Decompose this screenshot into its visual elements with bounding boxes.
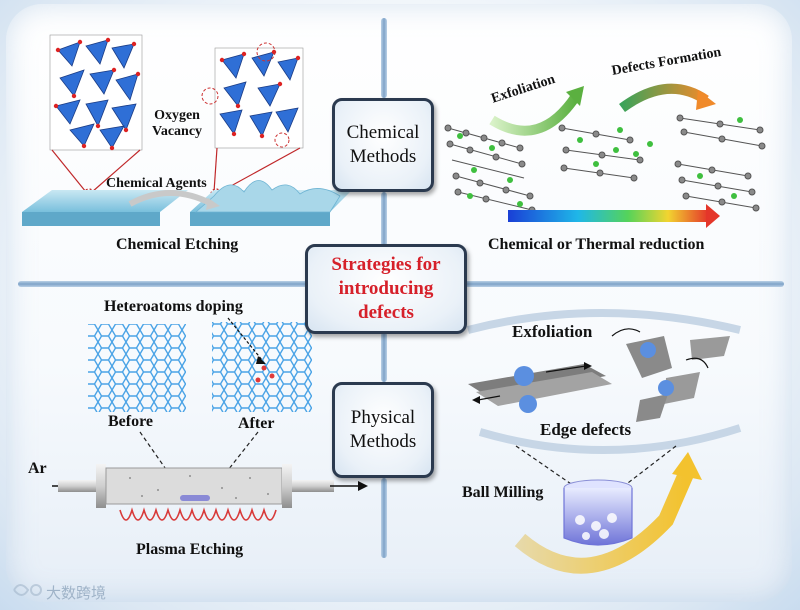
ball-milling-caption: Ball Milling — [462, 484, 544, 501]
after-label: After — [238, 415, 275, 432]
crystal-cluster-right-icon — [201, 42, 304, 149]
chemical-methods-box: Chemical Methods — [332, 98, 434, 192]
crystal-cluster-left-icon — [49, 34, 143, 151]
milling-cycle-arrow-icon — [672, 452, 702, 480]
vertical-divider-upper — [381, 192, 387, 246]
exfoliation-arrow-icon — [566, 86, 584, 106]
watermark-logo-icon — [13, 584, 42, 596]
chemical-agents-label: Chemical Agents — [106, 176, 207, 191]
milling-jar-icon — [563, 479, 633, 546]
watermark-text: 大数跨境 — [46, 584, 107, 602]
chemical-etching-caption: Chemical Etching — [116, 236, 239, 253]
functional-group-dots — [457, 117, 743, 207]
vertical-divider-top — [381, 18, 387, 98]
plasma-tube-icon — [52, 464, 368, 521]
physical-methods-title: Physical Methods — [349, 407, 417, 452]
reduction-gradient-bar — [508, 210, 708, 222]
plasma-etching-caption: Plasma Etching — [136, 541, 244, 558]
graphene-sheets-icon — [444, 114, 766, 214]
oxygen-vacancy-label: Oxygen Vacancy — [152, 108, 203, 139]
vertical-divider-lower — [381, 332, 387, 382]
strategies-box: Strategies for introducing defects — [305, 244, 467, 334]
milling-sheets-icon — [468, 328, 730, 422]
ar-gas-label: Ar — [28, 460, 47, 477]
edge-defects-label: Edge defects — [540, 420, 632, 439]
heteroatoms-doping-label: Heteroatoms doping — [104, 298, 243, 315]
vertical-divider-bottom — [381, 478, 387, 558]
strategies-title: Strategies for introducing defects — [331, 254, 441, 323]
reduction-caption: Chemical or Thermal reduction — [488, 236, 705, 253]
defects-formation-arrow-icon — [696, 90, 716, 110]
before-label: Before — [108, 413, 154, 430]
graphene-lattice-before-icon — [88, 324, 186, 412]
physical-methods-box: Physical Methods — [332, 382, 434, 478]
etched-slab-icon — [22, 180, 352, 226]
chemical-methods-title: Chemical Methods — [346, 122, 420, 167]
milling-exfoliation-label: Exfoliation — [512, 322, 593, 341]
rf-coil-icon — [119, 507, 277, 521]
